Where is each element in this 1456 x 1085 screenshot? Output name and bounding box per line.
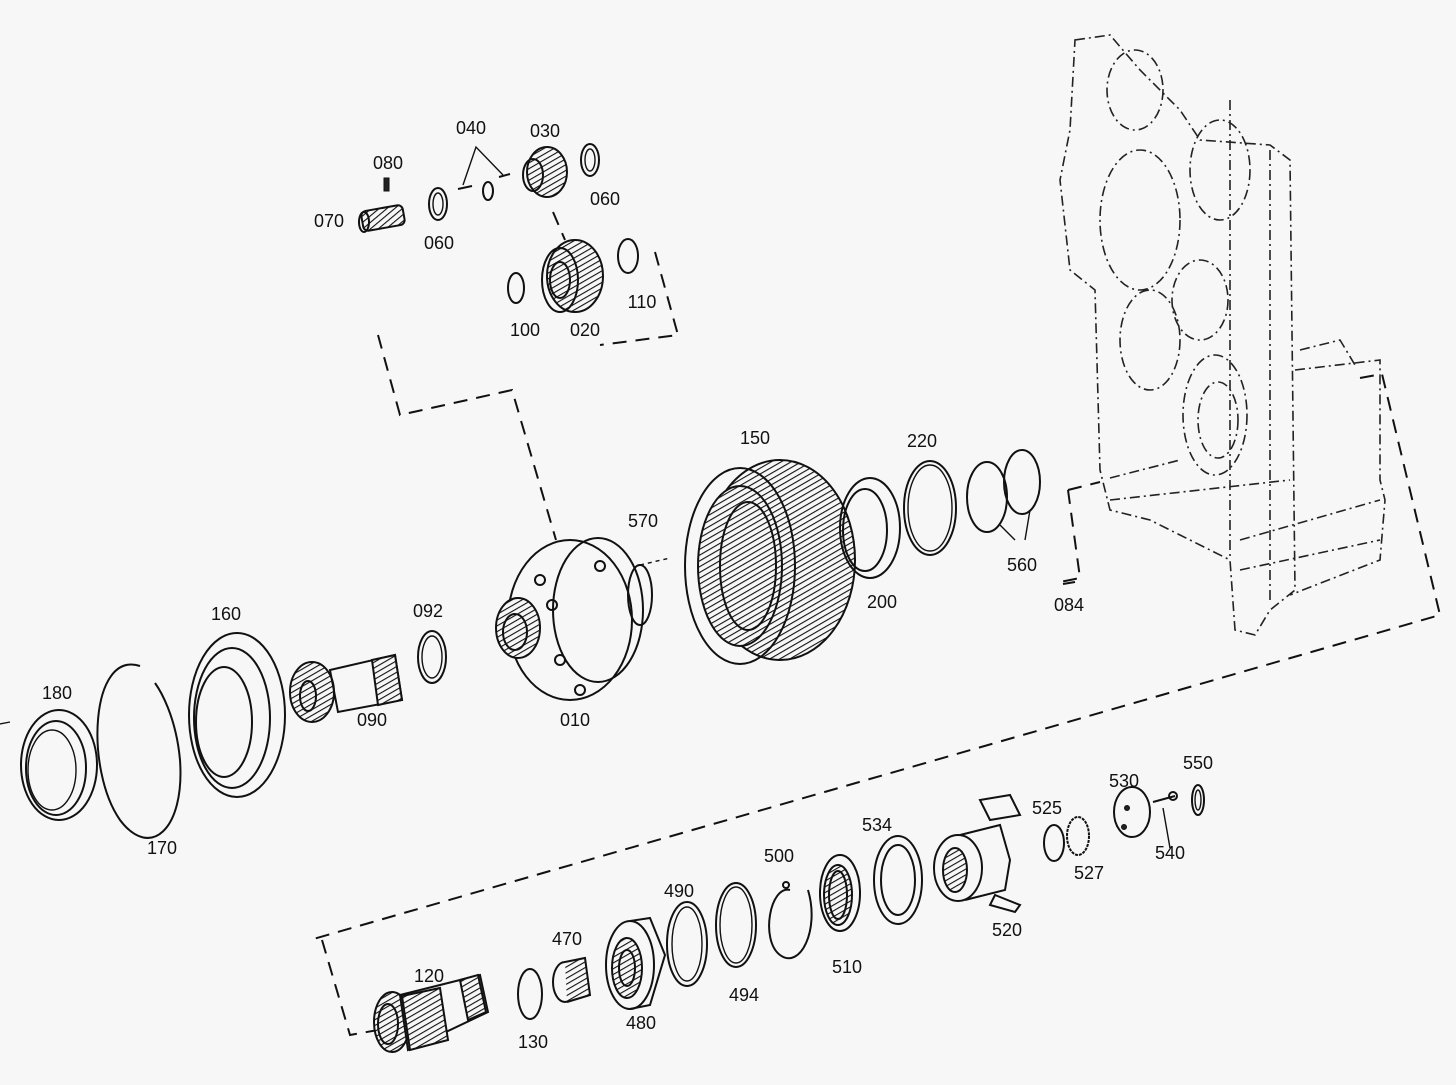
callout-130: 130 bbox=[517, 1032, 549, 1052]
part-540-bolt bbox=[1152, 791, 1178, 849]
part-527-lock-ring bbox=[1066, 816, 1090, 856]
part-010-planet-carrier bbox=[495, 537, 653, 701]
part-500-circlip bbox=[768, 881, 813, 960]
part-100-110-snap-rings bbox=[507, 238, 639, 304]
part-494-shim bbox=[715, 882, 757, 968]
part-490-shim bbox=[666, 901, 708, 987]
part-080-ball bbox=[383, 177, 390, 192]
part-520-flange bbox=[933, 793, 1022, 914]
part-060-washer bbox=[428, 143, 600, 221]
callout-150: 150 bbox=[739, 428, 771, 448]
assembly-guide-lines bbox=[309, 211, 1442, 1037]
callout-494: 494 bbox=[728, 985, 760, 1005]
part-470-needle-bearing bbox=[552, 956, 592, 1003]
part-170-snap-ring bbox=[96, 663, 182, 839]
part-200-bearing bbox=[839, 477, 901, 579]
part-090-sun-shaft bbox=[289, 653, 404, 723]
part-020-planet-gear bbox=[541, 239, 604, 313]
callout-470: 470 bbox=[551, 929, 583, 949]
callout-092: 092 bbox=[412, 601, 444, 621]
callout-550: 550 bbox=[1182, 753, 1214, 773]
part-480-ball-bearing bbox=[605, 916, 667, 1010]
part-560-o-rings bbox=[966, 449, 1041, 541]
callout-220: 220 bbox=[906, 431, 938, 451]
part-130-snap-ring bbox=[517, 968, 543, 1020]
part-150-ring-gear bbox=[684, 459, 856, 665]
callout-527: 527 bbox=[1073, 863, 1105, 883]
part-120-output-shaft bbox=[373, 973, 490, 1053]
callout-030: 030 bbox=[529, 121, 561, 141]
callout-525: 525 bbox=[1031, 798, 1063, 818]
callout-160: 160 bbox=[210, 604, 242, 624]
callout-200: 200 bbox=[866, 592, 898, 612]
part-525-o-ring bbox=[1043, 824, 1065, 862]
callout-060-left: 060 bbox=[423, 233, 455, 253]
part-040-needle-rollers bbox=[457, 145, 511, 201]
callout-020: 020 bbox=[569, 320, 601, 340]
callout-490: 490 bbox=[663, 881, 695, 901]
callout-540: 540 bbox=[1154, 843, 1186, 863]
callout-120: 120 bbox=[413, 966, 445, 986]
part-530-disc bbox=[1113, 786, 1151, 838]
callout-084: 084 bbox=[1053, 595, 1085, 615]
callout-530: 530 bbox=[1108, 771, 1140, 791]
callout-080: 080 bbox=[372, 153, 404, 173]
callout-100: 100 bbox=[509, 320, 541, 340]
part-534-seal bbox=[873, 835, 923, 925]
callout-500: 500 bbox=[763, 846, 795, 866]
part-220-shim bbox=[903, 460, 957, 556]
part-084 bbox=[1062, 581, 1076, 585]
callout-170: 170 bbox=[146, 838, 178, 858]
edge-mark bbox=[0, 721, 11, 725]
part-550-lock-plate bbox=[1191, 784, 1205, 816]
callout-070: 070 bbox=[313, 211, 345, 231]
callout-110: 110 bbox=[627, 292, 657, 312]
callout-060-right: 060 bbox=[589, 189, 621, 209]
callout-010: 010 bbox=[559, 710, 591, 730]
part-070-pin bbox=[358, 204, 406, 233]
callout-560: 560 bbox=[1006, 555, 1038, 575]
callout-090: 090 bbox=[356, 710, 388, 730]
callout-480: 480 bbox=[625, 1013, 657, 1033]
part-510-bearing bbox=[819, 854, 861, 932]
callout-510: 510 bbox=[831, 957, 863, 977]
part-092-washer bbox=[417, 630, 447, 684]
part-030-planet-gear bbox=[522, 146, 568, 198]
callout-040: 040 bbox=[455, 118, 487, 138]
part-160-ring bbox=[188, 632, 286, 798]
callout-570: 570 bbox=[627, 511, 659, 531]
callout-520: 520 bbox=[991, 920, 1023, 940]
callout-180: 180 bbox=[41, 683, 73, 703]
callout-534: 534 bbox=[861, 815, 893, 835]
part-180-bearing bbox=[20, 709, 98, 821]
transmission-housing bbox=[1059, 34, 1386, 636]
